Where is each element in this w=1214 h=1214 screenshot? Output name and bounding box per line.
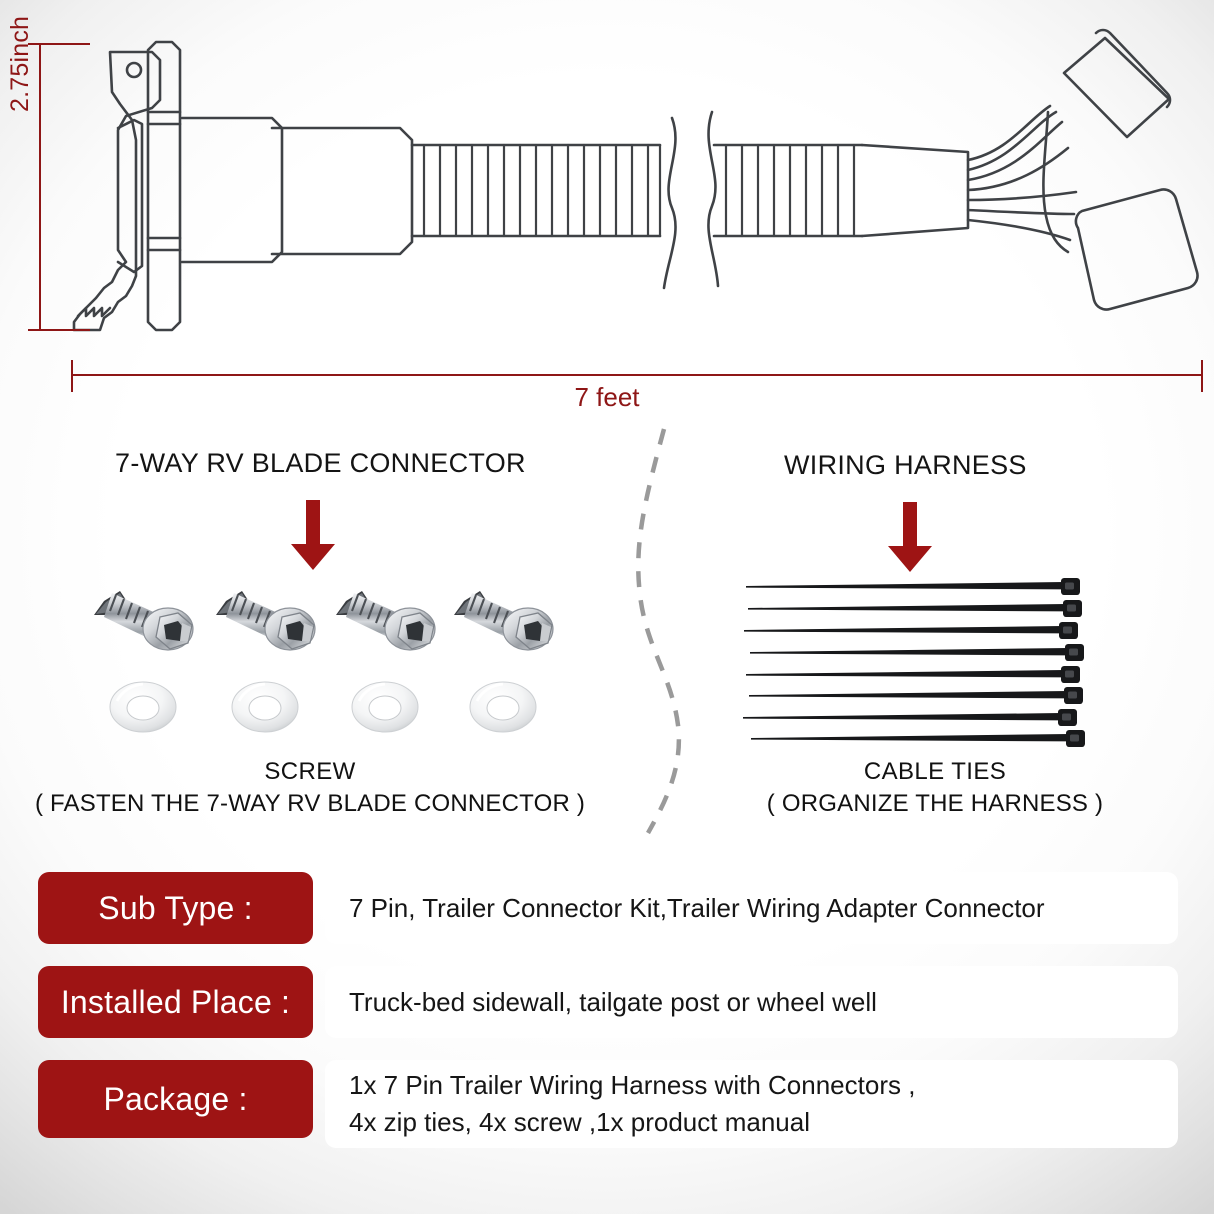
height-dimension-label: 2.75inch xyxy=(6,15,34,112)
washer-item xyxy=(108,680,178,734)
spec-value-installed-place: Truck-bed sidewall, tailgate post or whe… xyxy=(325,966,1178,1038)
down-arrow-icon xyxy=(287,500,339,572)
cable-tie-item xyxy=(749,687,1083,704)
screw-caption: SCREW ( FASTEN THE 7-WAY RV BLADE CONNEC… xyxy=(0,758,620,818)
screw-caption-title: SCREW xyxy=(264,758,356,785)
screw-item xyxy=(214,589,317,652)
screw-item xyxy=(334,589,437,652)
spec-value-sub-type: 7 Pin, Trailer Connector Kit,Trailer Wir… xyxy=(325,872,1178,944)
spec-value-line: 4x zip ties, 4x screw ,1x product manual xyxy=(349,1107,810,1137)
cable-tie-item xyxy=(743,709,1077,726)
length-dimension-label: 7 feet xyxy=(574,382,640,412)
screws-and-washers-group xyxy=(80,575,580,745)
cable-tie-item xyxy=(746,578,1080,595)
spec-label-sub-type: Sub Type : xyxy=(38,872,313,944)
cable-ties-caption: CABLE TIES ( ORGANIZE THE HARNESS ) xyxy=(700,758,1170,818)
spec-value-line: 1x 7 Pin Trailer Wiring Harness with Con… xyxy=(349,1070,916,1101)
spec-value-package: 1x 7 Pin Trailer Wiring Harness with Con… xyxy=(325,1060,1178,1148)
cable-tie-item xyxy=(751,730,1085,747)
cable-tie-item xyxy=(744,622,1078,639)
screw-item xyxy=(452,589,555,652)
spec-value-line: 7 Pin, Trailer Connector Kit,Trailer Wir… xyxy=(349,892,1045,923)
spec-row-sub-type: Sub Type : 7 Pin, Trailer Connector Kit,… xyxy=(38,872,1178,944)
spec-value-line: Truck-bed sidewall, tailgate post or whe… xyxy=(349,986,877,1017)
down-arrow-icon xyxy=(884,502,936,574)
section-heading-connector: 7-WAY RV BLADE CONNECTOR xyxy=(115,448,526,478)
spec-label-installed-place: Installed Place : xyxy=(38,966,313,1038)
cable-ties-caption-sub: ( ORGANIZE THE HARNESS ) xyxy=(766,790,1104,817)
washer-item xyxy=(468,680,538,734)
washer-item xyxy=(230,680,300,734)
spec-table: Sub Type : 7 Pin, Trailer Connector Kit,… xyxy=(38,872,1178,1170)
spec-row-package: Package : 1x 7 Pin Trailer Wiring Harnes… xyxy=(38,1060,1178,1148)
cable-tie-item xyxy=(750,644,1084,661)
spec-label-package: Package : xyxy=(38,1060,313,1138)
screw-caption-sub: ( FASTEN THE 7-WAY RV BLADE CONNECTOR ) xyxy=(34,790,586,817)
cable-tie-item xyxy=(746,666,1080,683)
screw-item xyxy=(92,589,195,652)
product-dimension-diagram: 2.75inch 7 feet xyxy=(0,0,1214,425)
cable-tie-item xyxy=(748,600,1082,617)
cable-ties-caption-title: CABLE TIES xyxy=(863,758,1007,785)
section-divider xyxy=(608,425,718,835)
spec-row-installed-place: Installed Place : Truck-bed sidewall, ta… xyxy=(38,966,1178,1038)
section-heading-harness: WIRING HARNESS xyxy=(784,450,1027,480)
cable-ties-group xyxy=(740,570,1110,755)
washer-item xyxy=(350,680,420,734)
